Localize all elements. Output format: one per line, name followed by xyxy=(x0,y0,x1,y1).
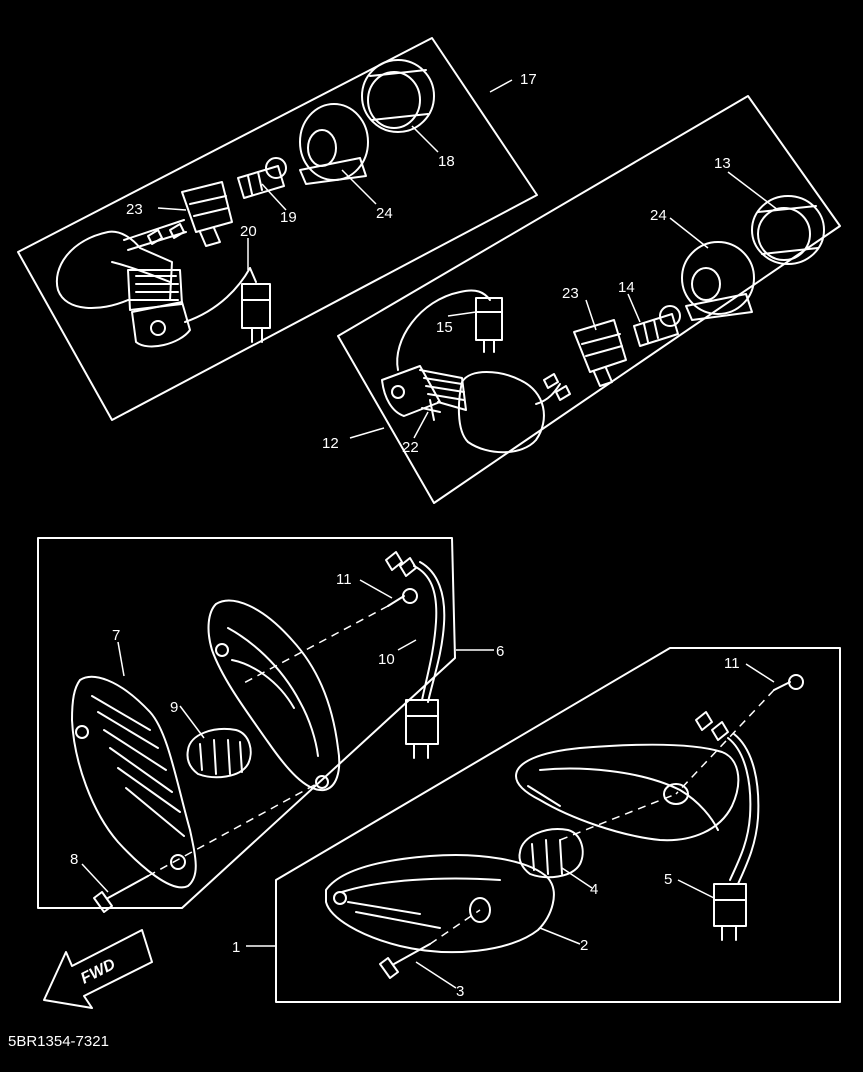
callout-11-upper: 11 xyxy=(336,571,352,588)
callout-5: 5 xyxy=(664,871,672,888)
screw-8 xyxy=(93,875,149,913)
callout-24-lower: 24 xyxy=(650,207,667,224)
callout-13: 13 xyxy=(714,155,731,172)
group-12-frame xyxy=(337,95,841,504)
connector-20 xyxy=(241,283,271,343)
connector-10 xyxy=(405,699,439,759)
callout-9: 9 xyxy=(170,699,178,716)
lens-7 xyxy=(71,675,197,889)
signal-body-17 xyxy=(55,219,191,348)
callout-15: 15 xyxy=(436,319,453,336)
wire-15 xyxy=(396,289,491,371)
fwd-arrow-icon xyxy=(43,929,153,1009)
socket-23-lower xyxy=(573,319,627,387)
bulb-4 xyxy=(518,828,584,879)
housing-6 xyxy=(207,599,341,792)
socket-23-upper xyxy=(181,181,233,247)
callout-7: 7 xyxy=(112,627,120,644)
bulb-14 xyxy=(633,305,681,347)
callout-11-lower: 11 xyxy=(724,655,740,672)
callout-19: 19 xyxy=(280,209,297,226)
connector-15 xyxy=(475,297,503,353)
screw-3 xyxy=(379,943,431,979)
callout-12: 12 xyxy=(322,435,339,452)
callout-3: 3 xyxy=(456,983,464,1000)
callout-labels: 17 18 19 20 23 24 13 24 23 14 15 12 22 1… xyxy=(70,71,740,1000)
lens-24-lower xyxy=(681,241,755,321)
ring-18 xyxy=(361,59,435,133)
wire-5 xyxy=(695,711,760,885)
callout-24-upper: 24 xyxy=(376,205,393,222)
screw-11-upper xyxy=(387,588,418,607)
callout-4: 4 xyxy=(590,881,598,898)
callout-1: 1 xyxy=(232,939,240,956)
bulb-19 xyxy=(237,157,287,199)
callout-17: 17 xyxy=(520,71,537,88)
housing-1 xyxy=(515,743,740,842)
group-6-frame xyxy=(37,537,456,909)
callout-2: 2 xyxy=(580,937,588,954)
group-17-frame xyxy=(17,37,538,421)
signal-body-12 xyxy=(381,365,571,454)
ring-13 xyxy=(751,195,825,265)
drawing-code: 5BR1354-7321 xyxy=(8,1033,109,1050)
callout-6: 6 xyxy=(496,643,504,660)
leader-lines xyxy=(81,79,779,989)
callout-10: 10 xyxy=(378,651,395,668)
callout-22: 22 xyxy=(402,439,419,456)
callout-23-upper: 23 xyxy=(126,201,143,218)
wire-10 xyxy=(385,551,446,703)
screw-11-lower xyxy=(773,674,804,691)
lens-24-upper xyxy=(299,103,369,185)
callout-20: 20 xyxy=(240,223,257,240)
wire-20 xyxy=(184,267,257,323)
callout-14: 14 xyxy=(618,279,635,296)
callout-18: 18 xyxy=(438,153,455,170)
bulb-9 xyxy=(186,728,252,779)
lens-2 xyxy=(325,853,555,954)
group-1-frame xyxy=(275,647,841,1003)
connector-5 xyxy=(713,883,747,941)
callout-23-lower: 23 xyxy=(562,285,579,302)
callout-8: 8 xyxy=(70,851,78,868)
alignment-lines xyxy=(147,605,775,945)
